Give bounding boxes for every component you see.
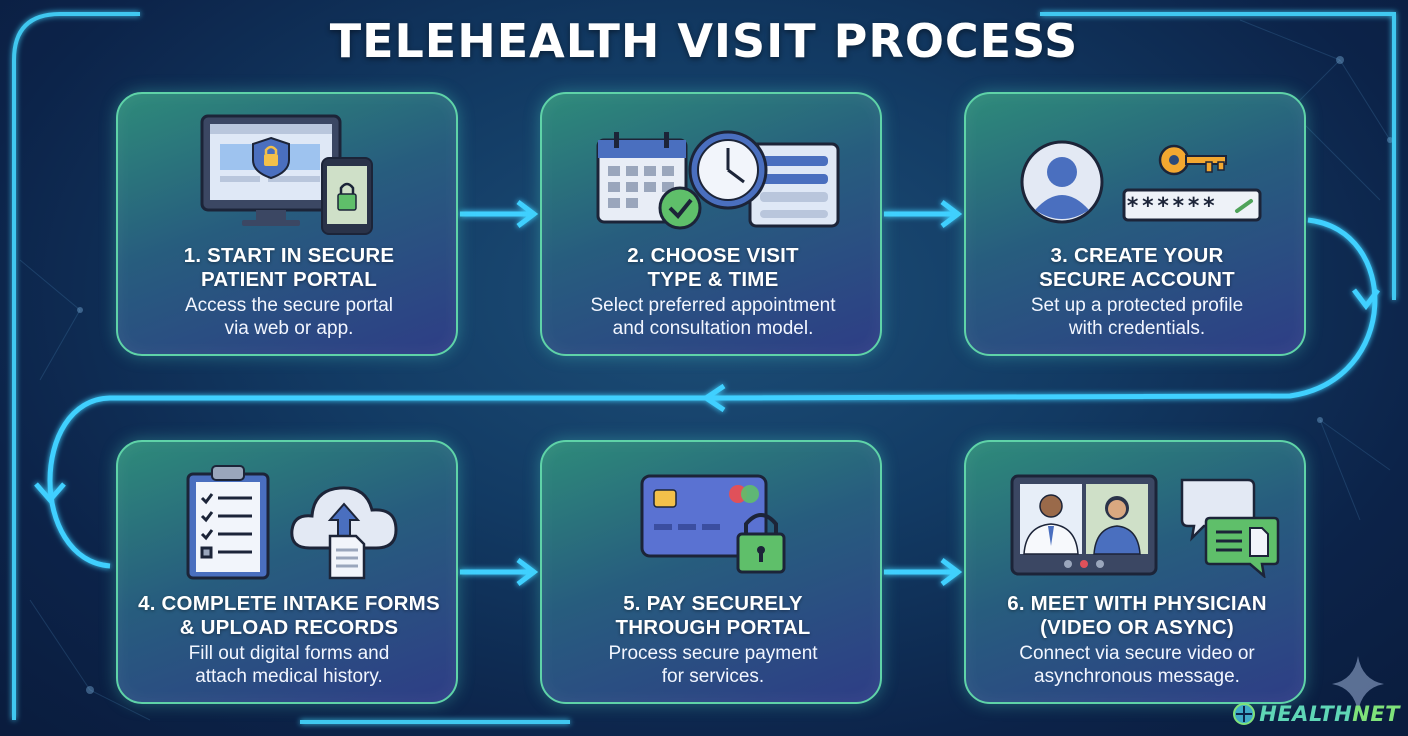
- password-field: ******: [1126, 194, 1218, 219]
- page-title: TELEHEALTH VISIT PROCESS: [329, 14, 1079, 68]
- step-3-title: 3. CREATE YOUR SECURE ACCOUNT: [1039, 244, 1235, 291]
- logo-text-net: NET: [1352, 702, 1400, 726]
- logo-text-health: HEALTH: [1259, 702, 1353, 726]
- step-card-1: 1. START IN SECURE PATIENT PORTAL Access…: [116, 92, 458, 356]
- secure-portal-icon: [200, 114, 373, 235]
- link-icon: [1235, 199, 1253, 213]
- step-5-title: 5. PAY SECURELY THROUGH PORTAL: [615, 592, 811, 639]
- video-call-icon: [1010, 474, 1158, 576]
- healthnet-logo-icon: [1233, 703, 1256, 725]
- step-2-title: 2. CHOOSE VISIT TYPE & TIME: [627, 244, 799, 291]
- step-1-description: Access the secure portal via web or app.: [184, 295, 394, 339]
- step-5-description: Process secure payment for services.: [608, 643, 818, 687]
- step-card-6: 6. MEET WITH PHYSICIAN (VIDEO OR ASYNC) …: [964, 440, 1306, 704]
- credit-card-icon: [640, 474, 786, 574]
- step-card-2: 2. CHOOSE VISIT TYPE & TIME Select prefe…: [540, 92, 882, 356]
- flow-arrows: [34, 200, 1380, 586]
- step-card-4: 4. COMPLETE INTAKE FORMS & UPLOAD RECORD…: [116, 440, 458, 704]
- step-card-3: ****** 3. CREATE YOUR SECURE ACCOUNT Set…: [964, 92, 1306, 356]
- step-4-description: Fill out digital forms and attach medica…: [188, 643, 390, 687]
- cloud-upload-icon: [290, 486, 398, 580]
- clipboard-checklist-icon: [186, 465, 270, 580]
- step-2-description: Select preferred appointment and consult…: [590, 295, 836, 339]
- sparkle-icon: [1332, 656, 1384, 712]
- key-icon: [1122, 144, 1262, 222]
- chat-message-icon: [1180, 478, 1280, 578]
- step-1-title: 1. START IN SECURE PATIENT PORTAL: [183, 244, 395, 291]
- step-card-5: 5. PAY SECURELY THROUGH PORTAL Process s…: [540, 440, 882, 704]
- frame-lines: [12, 12, 1396, 724]
- calendar-clock-icon: [596, 130, 840, 230]
- step-6-title: 6. MEET WITH PHYSICIAN (VIDEO OR ASYNC): [1007, 592, 1267, 639]
- step-4-title: 4. COMPLETE INTAKE FORMS & UPLOAD RECORD…: [138, 592, 440, 639]
- step-6-description: Connect via secure video or asynchronous…: [1019, 643, 1255, 687]
- step-3-description: Set up a protected profile with credenti…: [1030, 295, 1244, 339]
- user-avatar-icon: [1020, 140, 1104, 224]
